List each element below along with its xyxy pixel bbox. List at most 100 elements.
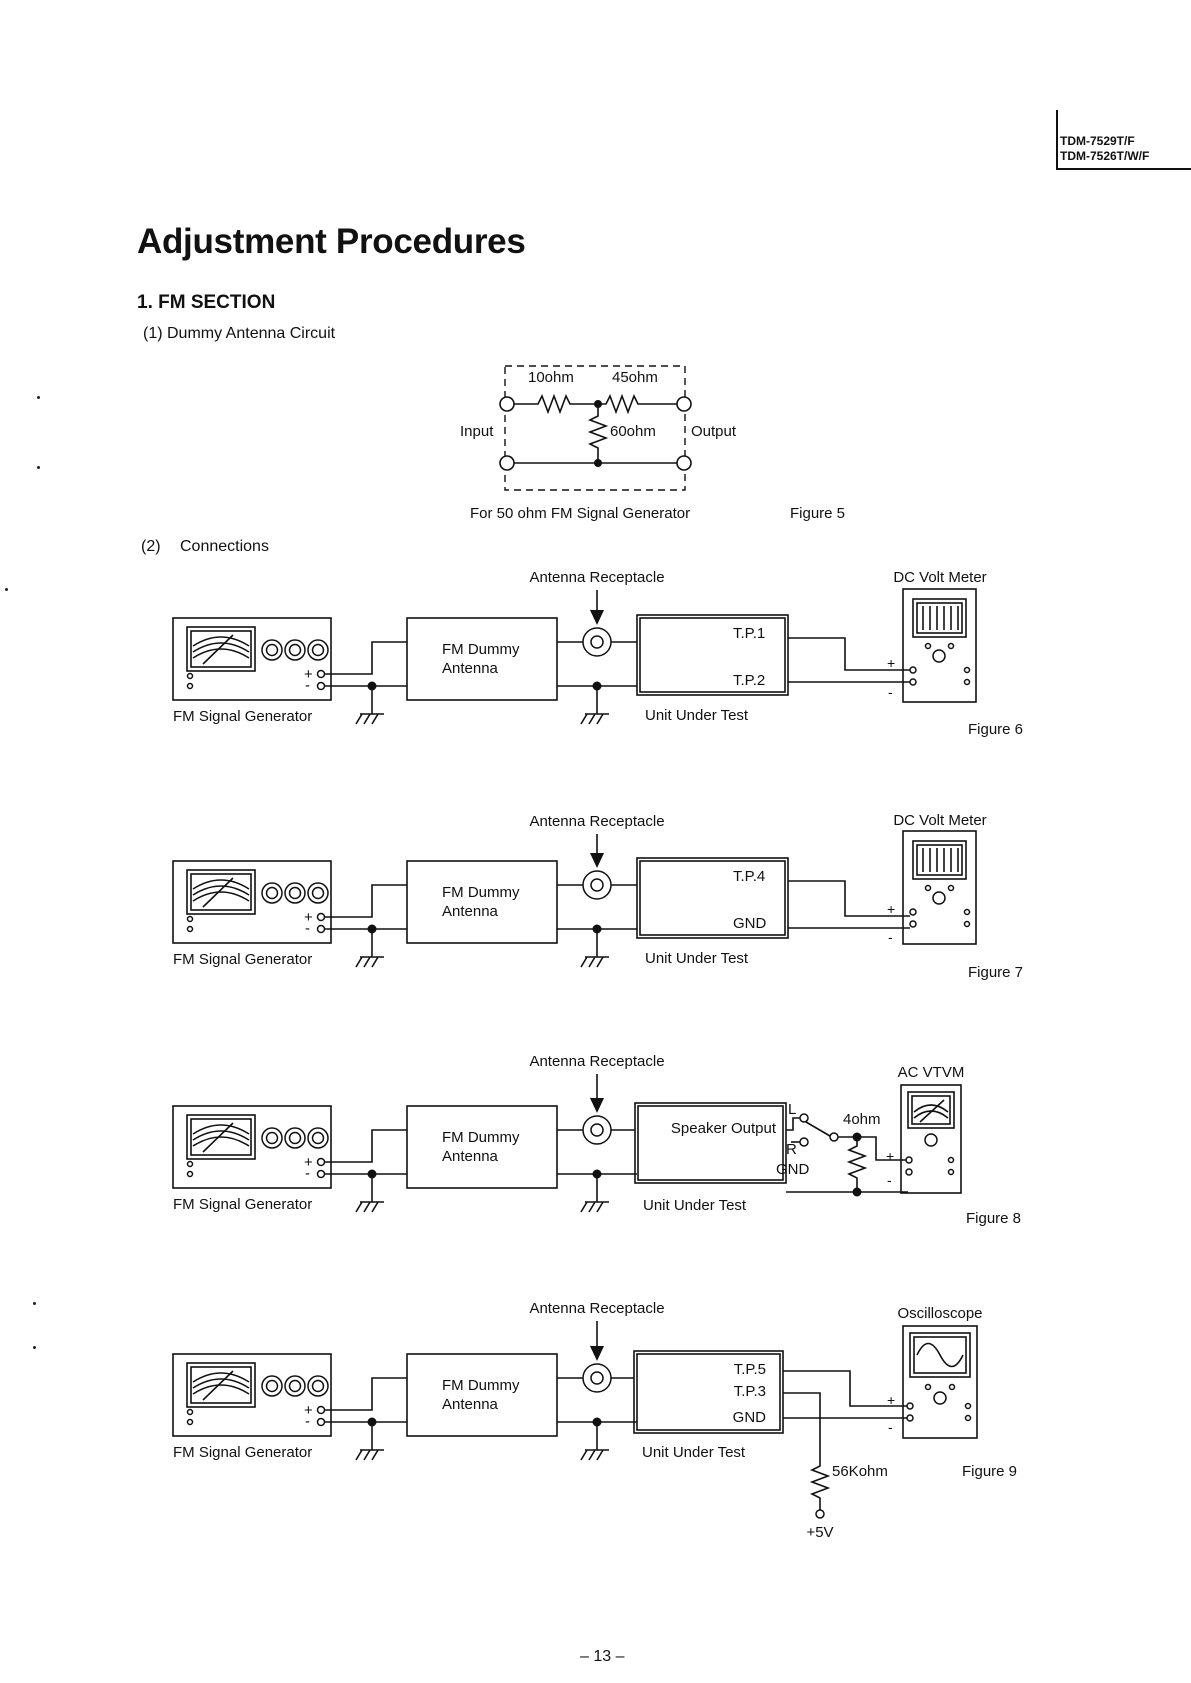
subsection-dummy-antenna: (1) Dummy Antenna Circuit	[143, 325, 336, 342]
resistor-60ohm-label: 60ohm	[610, 423, 656, 440]
dc-volt-meter-box	[902, 830, 977, 945]
test-point-gnd: GND	[733, 1409, 767, 1426]
antenna-receptacle-label: Antenna Receptacle	[529, 1300, 664, 1317]
generator-meter-inner	[190, 1366, 252, 1404]
fm-dummy-label-line2: Antenna	[442, 903, 499, 920]
dc-volt-meter-label: DC Volt Meter	[893, 812, 986, 829]
vtvm-meter-inner	[911, 1095, 951, 1125]
generator-knob-center	[311, 886, 325, 900]
figure-5-label: Figure 5	[790, 505, 845, 522]
antenna-receptacle-center	[590, 1371, 604, 1385]
volt-meter-display-outer	[912, 598, 967, 638]
fm-dummy-label-line2: Antenna	[442, 1148, 499, 1165]
left-channel-wire	[786, 1117, 800, 1131]
fm-signal-generator-label: FM Signal Generator	[173, 1196, 312, 1213]
fm-dummy-antenna-box	[406, 1105, 558, 1189]
meter-minus-label: -	[888, 929, 893, 945]
generator-knob-center	[311, 643, 325, 657]
meter-input-minus	[909, 678, 917, 686]
generator-plus-label: +	[304, 1154, 313, 1171]
generator-plus-label: +	[304, 666, 313, 683]
meter-jack	[963, 920, 971, 928]
antenna-receptacle-center	[590, 635, 604, 649]
stray-mark	[33, 1346, 36, 1349]
generator-meter-arc	[192, 1136, 250, 1147]
dc-volt-meter-box	[902, 588, 977, 703]
meter-minus-label: -	[888, 1419, 893, 1435]
volt-meter-display-inner	[916, 602, 963, 634]
figure-8-label: Figure 8	[966, 1210, 1021, 1227]
vtvm-jack	[947, 1156, 955, 1164]
ground-hatch	[371, 713, 379, 725]
subsection-number: (2)	[141, 538, 161, 555]
fm-signal-generator-box	[172, 1105, 332, 1189]
meter-jack	[947, 642, 955, 650]
scope-jack	[924, 1383, 932, 1391]
resistor-56kohm-label: 56Kohm	[832, 1463, 888, 1480]
ac-vtvm-box	[900, 1084, 962, 1194]
antenna-receptacle-center	[590, 878, 604, 892]
fm-dummy-label: FM Dummy	[442, 1377, 520, 1394]
switch-r-label: R	[786, 1141, 797, 1158]
ground-hatch	[588, 1449, 596, 1461]
generator-jack	[186, 925, 194, 933]
vtvm-knob	[924, 1133, 938, 1147]
meter-jack	[963, 666, 971, 674]
generator-output-minus	[316, 924, 326, 934]
meter-plus-label: +	[887, 901, 895, 917]
generator-jack	[186, 915, 194, 923]
meter-plus-wire	[857, 1136, 908, 1161]
generator-meter-needle	[202, 1370, 234, 1401]
model-number-2: TDM-7526T/W/F	[1060, 149, 1150, 163]
meter-knob	[932, 649, 946, 663]
fm-signal-generator-box	[172, 617, 332, 701]
receptacle-arrow-head	[590, 853, 604, 868]
generator-jack	[186, 1160, 194, 1168]
generator-output-plus	[316, 1157, 326, 1167]
generator-meter-needle	[202, 634, 234, 665]
generator-output-minus	[316, 681, 326, 691]
generator-meter-arc	[192, 1124, 250, 1135]
switch-lever	[805, 1121, 831, 1137]
generator-plus-label: +	[304, 1402, 313, 1419]
load-4ohm-label: 4ohm	[843, 1111, 881, 1128]
unit-under-test-inner	[637, 1105, 784, 1181]
scope-jack	[964, 1402, 972, 1410]
fm-dummy-label: FM Dummy	[442, 1129, 520, 1146]
fm-dummy-antenna-box	[406, 1353, 558, 1437]
unit-under-test-label: Unit Under Test	[642, 1444, 746, 1461]
fm-dummy-label: FM Dummy	[442, 641, 520, 658]
scope-plus-wire	[783, 1370, 908, 1407]
vtvm-meter-arc	[913, 1104, 949, 1113]
page-number: – 13 –	[580, 1648, 625, 1665]
stray-mark	[37, 466, 40, 469]
fm-signal-generator-label: FM Signal Generator	[173, 1444, 312, 1461]
ground-hatch	[596, 1449, 604, 1461]
generator-minus-label: -	[305, 920, 310, 937]
resistor-10ohm-label: 10ohm	[528, 369, 574, 386]
volt-meter-display-inner	[916, 844, 963, 876]
generator-output-minus	[316, 1169, 326, 1179]
ground-hatch	[580, 956, 588, 968]
receptacle-arrow-head	[590, 1346, 604, 1361]
test-point-gnd: GND	[733, 915, 767, 932]
generator-meter-needle	[202, 1122, 234, 1153]
meter-minus-label: -	[887, 1172, 892, 1188]
oscilloscope-box	[902, 1325, 978, 1439]
meter-plus-wire	[788, 880, 910, 917]
generator-meter-outer	[186, 626, 256, 672]
test-point-tp2: T.P.2	[733, 672, 765, 689]
meter-jack	[924, 642, 932, 650]
vtvm-needle	[919, 1099, 945, 1123]
generator-meter-inner	[190, 873, 252, 911]
ground-hatch	[580, 1449, 588, 1461]
generator-meter-outer	[186, 1362, 256, 1408]
unit-under-test-outer	[633, 1350, 784, 1434]
ground-hatch	[355, 713, 363, 725]
generator-output-plus	[316, 669, 326, 679]
generator-knob-center	[288, 643, 302, 657]
generator-meter-arc	[192, 1384, 250, 1395]
meter-jack	[924, 884, 932, 892]
meter-plus-label: +	[887, 655, 895, 671]
